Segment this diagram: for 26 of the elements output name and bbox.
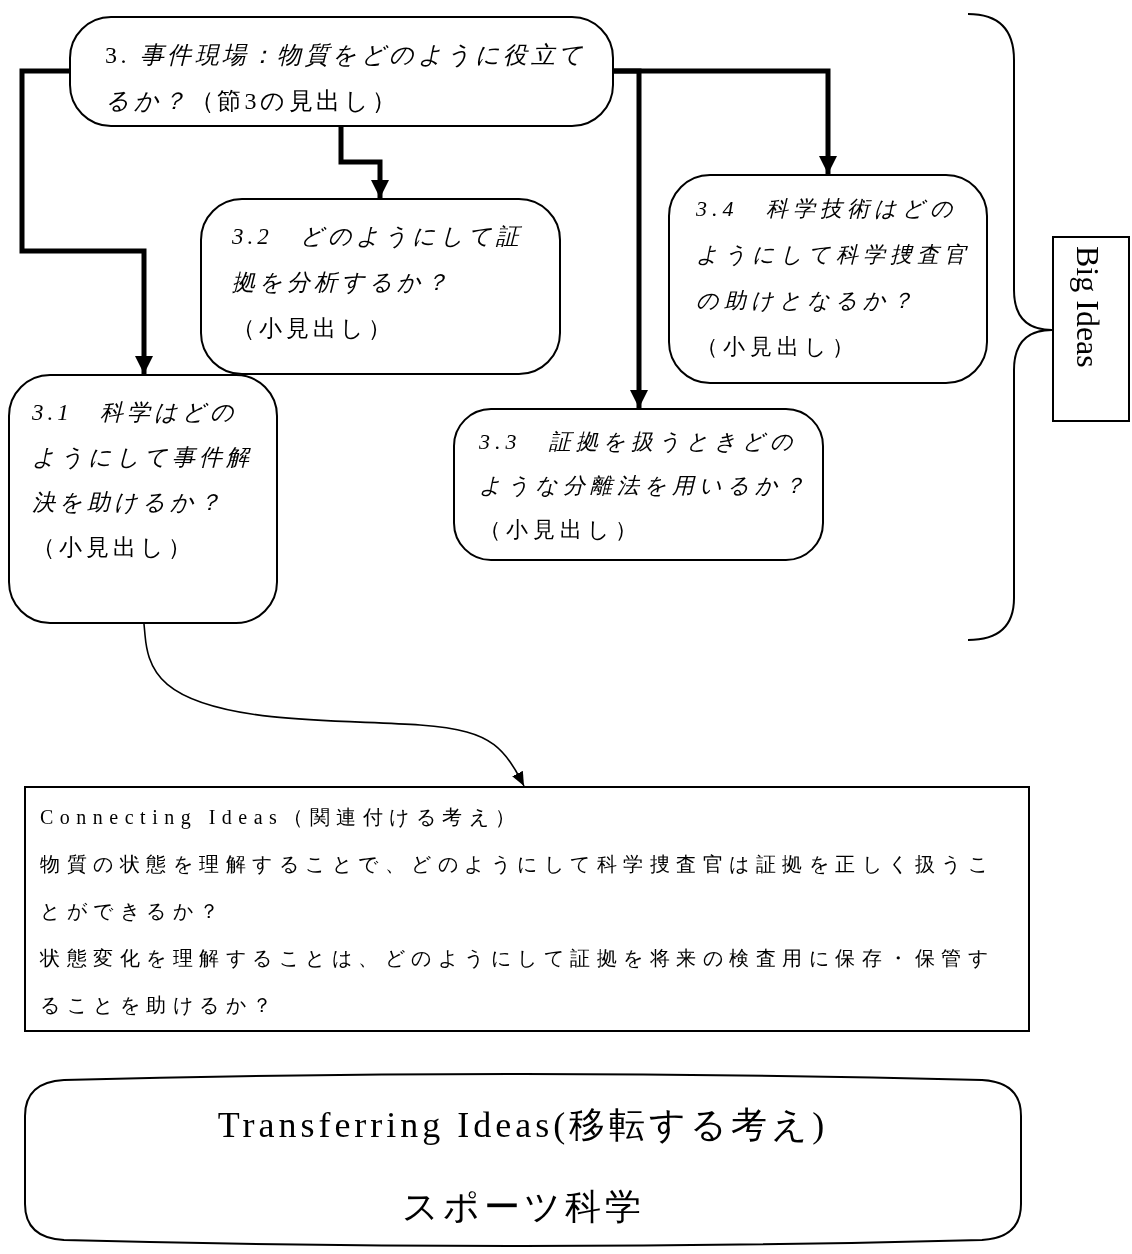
question-text: 状態変化を理解することは、どのようにして証拠を将来の検査用に保存・保管することを助けるか？: [40, 946, 995, 1018]
subheading-box: [453, 408, 824, 561]
arrow: [614, 68, 837, 174]
heading-text: 3. 事件現場：物質をどのように役立てるか？（節3の見出し）: [105, 41, 588, 116]
subheading-box: [8, 374, 278, 624]
heading-text: 3.2 どのようにして証拠を分析するか？: [232, 223, 524, 297]
heading-text: 3.4 科学技術はどのようにして科学捜査官の助けとなるか？: [696, 195, 972, 315]
heading-text: Transferring Ideas(移転する考え): [216, 1104, 830, 1147]
arrow: [19, 68, 153, 374]
vertical-label: Big Ideas: [1069, 246, 1107, 368]
heading-text: 3.1 科学はどのようにして事件解決を助けるか？: [32, 399, 254, 517]
text-box: [24, 786, 1030, 1032]
heading-text: Connecting Ideas（関連付ける考え）: [40, 805, 523, 831]
subheading-text: （小見出し）: [696, 333, 860, 361]
label-box: [1052, 236, 1130, 422]
banner-box: [24, 1072, 1022, 1248]
question-text: 物質の状態を理解することで、どのようにして科学捜査官は証拠を正しく扱うことができるか？: [40, 852, 995, 924]
subheading-text: （小見出し）: [32, 534, 196, 562]
arrow: [338, 127, 389, 198]
subheading-box: [668, 174, 988, 384]
topic-text: スポーツ科学: [400, 1186, 646, 1229]
heading-text: 3.3 証拠を扱うときどのような分離法を用いるか？（小見出し）: [479, 428, 810, 544]
arrow: [143, 623, 525, 787]
subheading-text: （小見出し）: [232, 315, 396, 343]
heading-box: [69, 16, 614, 127]
subheading-box: [200, 198, 561, 375]
